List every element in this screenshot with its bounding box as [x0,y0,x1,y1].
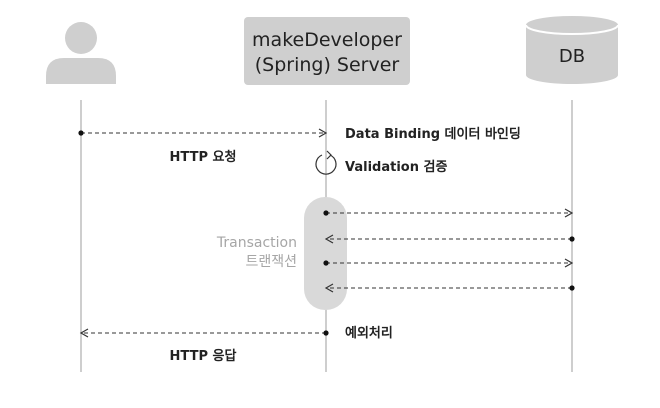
server-actor-subtitle: (Spring) Server [255,54,400,76]
exception-label: 예외처리 [345,325,393,341]
validation-label: Validation 검증 [345,160,447,175]
loop-arrow-icon [315,150,337,175]
http-request-label: HTTP 요청 [170,149,237,165]
server-actor-title: makeDeveloper [252,29,402,51]
database-icon: DB [525,16,619,84]
transaction-label-en: Transaction [216,235,297,251]
user-icon [46,22,116,84]
server-actor: makeDeveloper (Spring) Server [244,17,410,85]
transaction-box [304,197,347,310]
http-response-label: HTTP 응답 [170,349,237,364]
db-actor-label: DB [559,46,585,67]
transaction-label-ko: 트랜잭션 [245,254,297,270]
request-binding-label: Data Binding 데이터 바인딩 [345,126,521,142]
